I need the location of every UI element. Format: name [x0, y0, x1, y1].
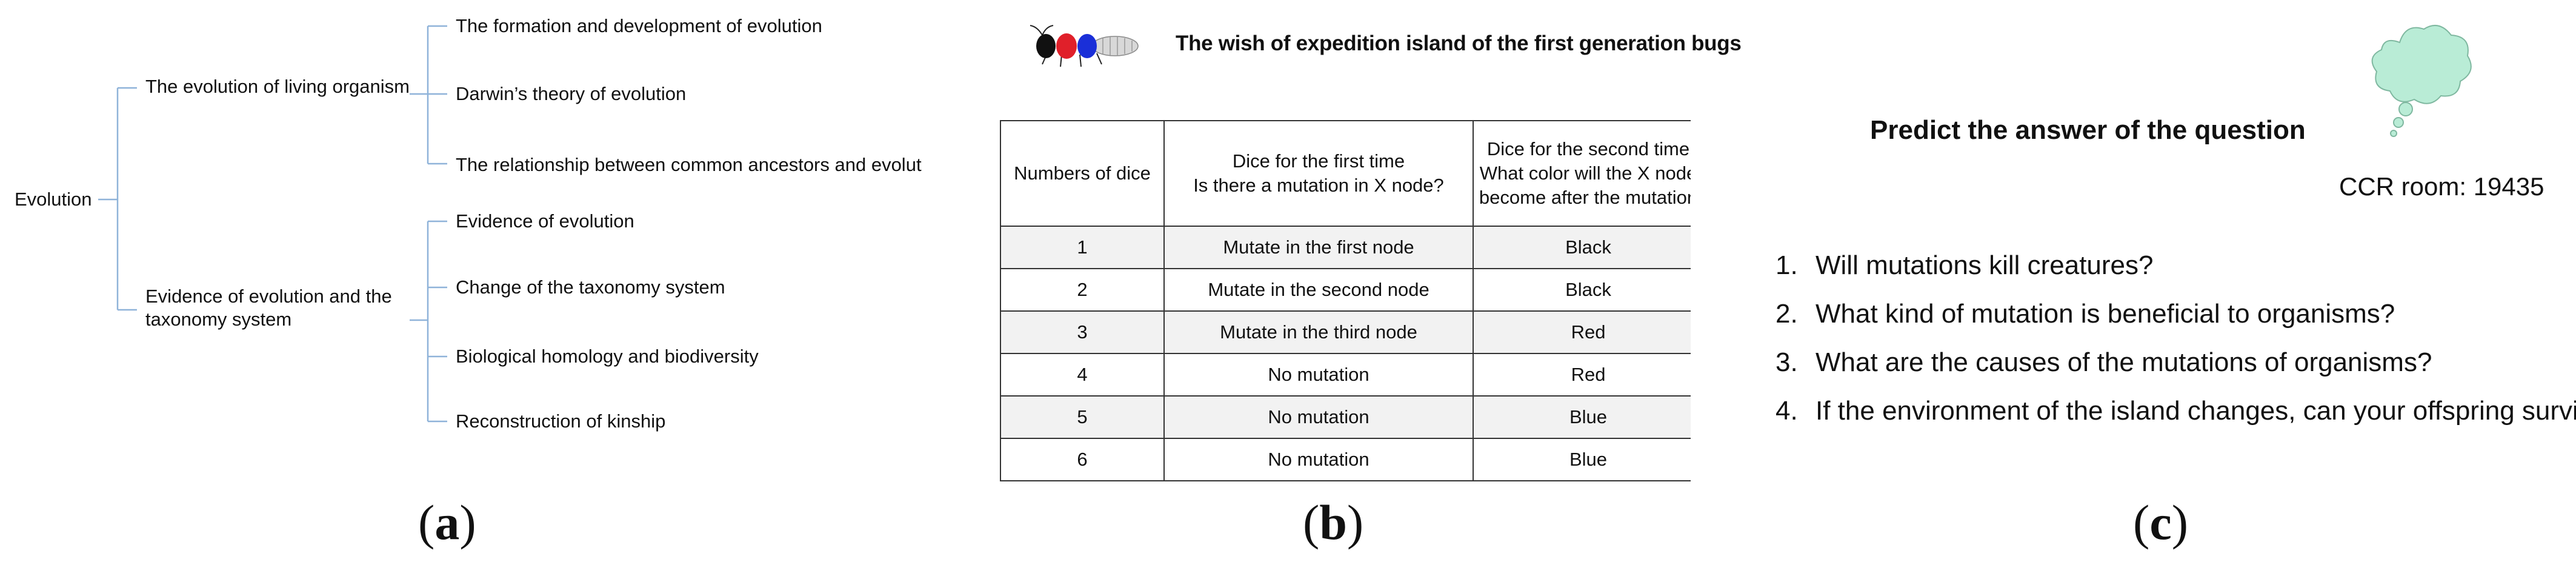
table-row: 1 Mutate in the first node Black	[1000, 226, 1691, 269]
mind-map-leaf: The formation and development of evoluti…	[456, 15, 822, 36]
table-cell: No mutation	[1163, 395, 1474, 439]
table-panel-title: The wish of expedition island of the fir…	[1176, 32, 1742, 55]
table-row: 4 No mutation Red	[1000, 353, 1691, 397]
mind-map-leaf: Biological homology and biodiversity	[456, 346, 759, 367]
questions-panel: Predict the answer of the question CCR r…	[1733, 0, 2576, 576]
table-cell: 1	[1000, 226, 1165, 269]
column-header: Numbers of dice	[1000, 120, 1165, 227]
table-cell: 5	[1000, 395, 1165, 439]
mind-map-connectors	[98, 25, 447, 423]
bug-icon	[1030, 25, 1139, 67]
thought-cloud-icon	[2371, 24, 2472, 137]
table-cell: Blue	[1473, 438, 1691, 481]
caption-c: (c)	[2133, 495, 2189, 550]
table-cell: 2	[1000, 268, 1165, 312]
table-row: 2 Mutate in the second node Black	[1000, 268, 1691, 312]
table-cell: Mutate in the third node	[1163, 310, 1474, 354]
mind-map-root: Evolution	[15, 189, 92, 210]
table-cell: Black	[1473, 268, 1691, 312]
table-cell: No mutation	[1163, 353, 1474, 397]
mind-map-leaf: Change of the taxonomy system	[456, 276, 725, 298]
table-cell: 4	[1000, 353, 1165, 397]
caption-b: (b)	[1303, 495, 1364, 550]
table-cell: Red	[1473, 310, 1691, 354]
list-item: 4.If the environment of the island chang…	[1776, 396, 2576, 426]
list-item: 1.Will mutations kill creatures?	[1776, 250, 2154, 280]
ccr-room-label: CCR room: 19435	[2339, 172, 2544, 201]
mind-map-branch-evidence-and-taxonomy: Evidence of evolution and the taxonomy s…	[145, 286, 392, 330]
questions-list: 1.Will mutations kill creatures? 2.What …	[1776, 241, 2576, 435]
list-item: 2.What kind of mutation is beneficial to…	[1776, 299, 2395, 329]
table-cell: No mutation	[1163, 438, 1474, 481]
table-cell: 6	[1000, 438, 1165, 481]
table-row: 5 No mutation Blue	[1000, 395, 1691, 439]
table-cell: Red	[1473, 353, 1691, 397]
table-cell: 3	[1000, 310, 1165, 354]
table-row: 6 No mutation Blue	[1000, 438, 1691, 481]
mind-map-leaf: The relationship between common ancestor…	[456, 154, 922, 175]
mind-map-panel: Evolution The evolution of living organi…	[0, 0, 945, 576]
table-cell: Mutate in the second node	[1163, 268, 1474, 312]
mind-map-leaf: Evidence of evolution	[456, 210, 634, 232]
caption-a: (a)	[418, 495, 476, 550]
table-cell: Black	[1473, 226, 1691, 269]
questions-title: Predict the answer of the question	[1870, 115, 2306, 145]
mind-map-leaf: Darwin’s theory of evolution	[456, 83, 687, 104]
table-row: 3 Mutate in the third node Red	[1000, 310, 1691, 354]
dice-table-panel: The wish of expedition island of the fir…	[957, 0, 1742, 576]
list-item: 3.What are the causes of the mutations o…	[1776, 347, 2432, 377]
table-cell: Mutate in the first node	[1163, 226, 1474, 269]
table-cell: Blue	[1473, 395, 1691, 439]
mind-map-leaf: Reconstruction of kinship	[456, 410, 666, 432]
mind-map-branch-evolution-of-living-organism: The evolution of living organism	[145, 76, 410, 97]
